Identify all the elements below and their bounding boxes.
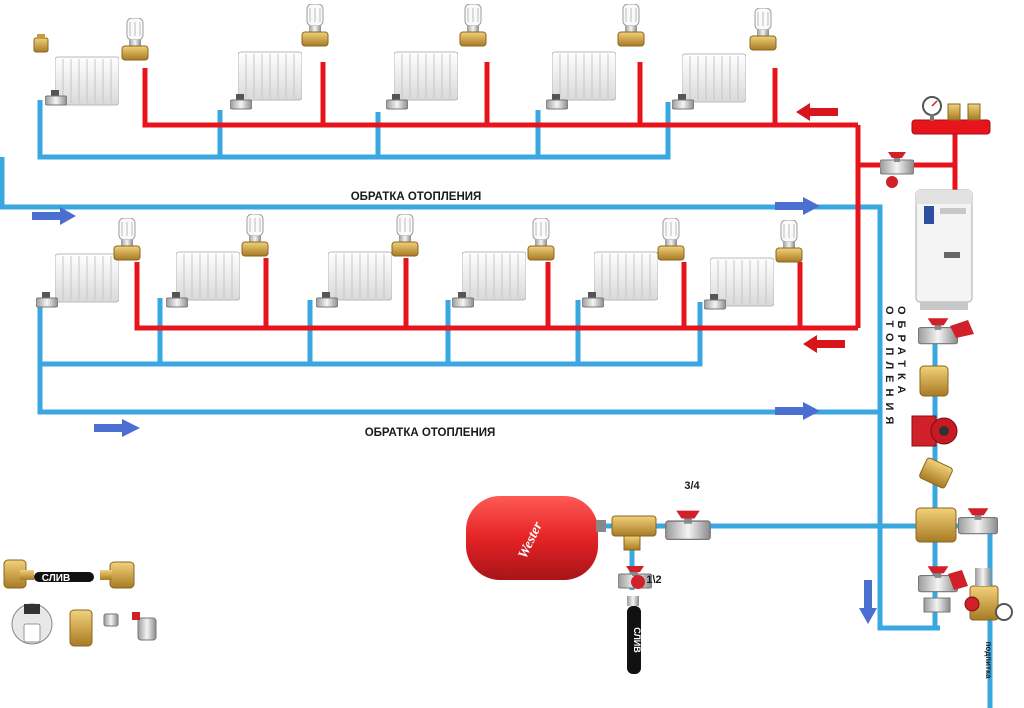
air-vent-icon (967, 103, 981, 121)
thermostatic-head-icon (527, 218, 555, 261)
thermostatic-head-icon (775, 220, 803, 263)
pressure-reducer-icon (964, 568, 1013, 621)
supply-pipes (134, 62, 958, 331)
arrow-blue-2 (775, 197, 820, 215)
thermostatic-head-icon (617, 4, 645, 47)
radiator-icon (710, 257, 774, 307)
feed-label: подпитка (984, 642, 993, 679)
ball-valve-icon (664, 509, 712, 541)
expansion-tank-group: Wester (466, 496, 712, 674)
thermostatic-head-icon (113, 218, 141, 261)
return-label-vertical: ОБРАТКА ОТОПЛЕНИЯ (883, 306, 907, 431)
thermostatic-head-icon (391, 214, 419, 257)
electric-boiler-icon (915, 189, 973, 310)
ball-valve-icon (958, 507, 998, 535)
drain-hose (627, 606, 641, 674)
radiator-icon (594, 251, 658, 301)
radiator-icon (238, 51, 302, 101)
arrow-blue-1 (32, 207, 76, 225)
fittings-kit (3, 559, 157, 647)
check-valve-icon (919, 365, 949, 397)
nipple-icon (103, 613, 119, 627)
arrow-blue-4 (775, 402, 820, 420)
air-vent-icon (33, 34, 49, 53)
thermostatic-head-icon (121, 18, 149, 61)
radiator-icon (462, 251, 526, 301)
air-vent-icon (69, 609, 93, 647)
radiator-icon (394, 51, 458, 101)
tee-fitting-icon (611, 515, 657, 537)
lower-radiators (36, 214, 803, 310)
radiator-valve-icon (132, 612, 157, 641)
ball-valve-icon (918, 317, 958, 345)
strainer-icon (919, 457, 953, 489)
thermostatic-head-icon (657, 218, 685, 261)
ball-valve-icon (880, 151, 914, 175)
radiator-icon (552, 51, 616, 101)
thermostatic-head-icon (749, 8, 777, 51)
drain-hose (34, 572, 94, 582)
arrow-red-upper (796, 103, 838, 121)
arrow-blue-3 (94, 419, 140, 437)
upper-radiators (33, 4, 777, 110)
arrow-red-lower (803, 335, 845, 353)
cross-fitting-icon (915, 507, 957, 543)
drain-label-kit: СЛИВ (42, 573, 70, 584)
expansion-tank-icon: Wester (466, 496, 606, 580)
size-label-drain: 1\2 (646, 574, 661, 586)
drain-label-tank: СЛИВ (632, 627, 642, 653)
size-label-valve: 3/4 (684, 480, 700, 492)
tee-fitting-icon (109, 561, 135, 589)
thermostatic-head-icon (301, 4, 329, 47)
circulation-pump-icon (911, 415, 958, 447)
safety-valve-icon (947, 103, 961, 121)
flow-arrows (32, 103, 877, 624)
angle-valve-icon (36, 292, 58, 308)
thermostatic-head-icon (459, 4, 487, 47)
return-pipes (0, 100, 993, 708)
return-label-upper: ОБРАТКА ОТОПЛЕНИЯ (351, 191, 482, 203)
safety-group-manifold (911, 119, 991, 135)
arrow-blue-down (859, 580, 877, 624)
radiator-icon (682, 53, 746, 103)
thermostatic-head-icon (241, 214, 269, 257)
radiator-icon (55, 253, 119, 303)
return-label-lower: ОБРАТКА ОТОПЛЕНИЯ (365, 427, 496, 439)
air-vent-icon (11, 603, 53, 645)
radiator-icon (328, 251, 392, 301)
radiator-icon (176, 251, 240, 301)
boiler-group (880, 96, 1013, 621)
